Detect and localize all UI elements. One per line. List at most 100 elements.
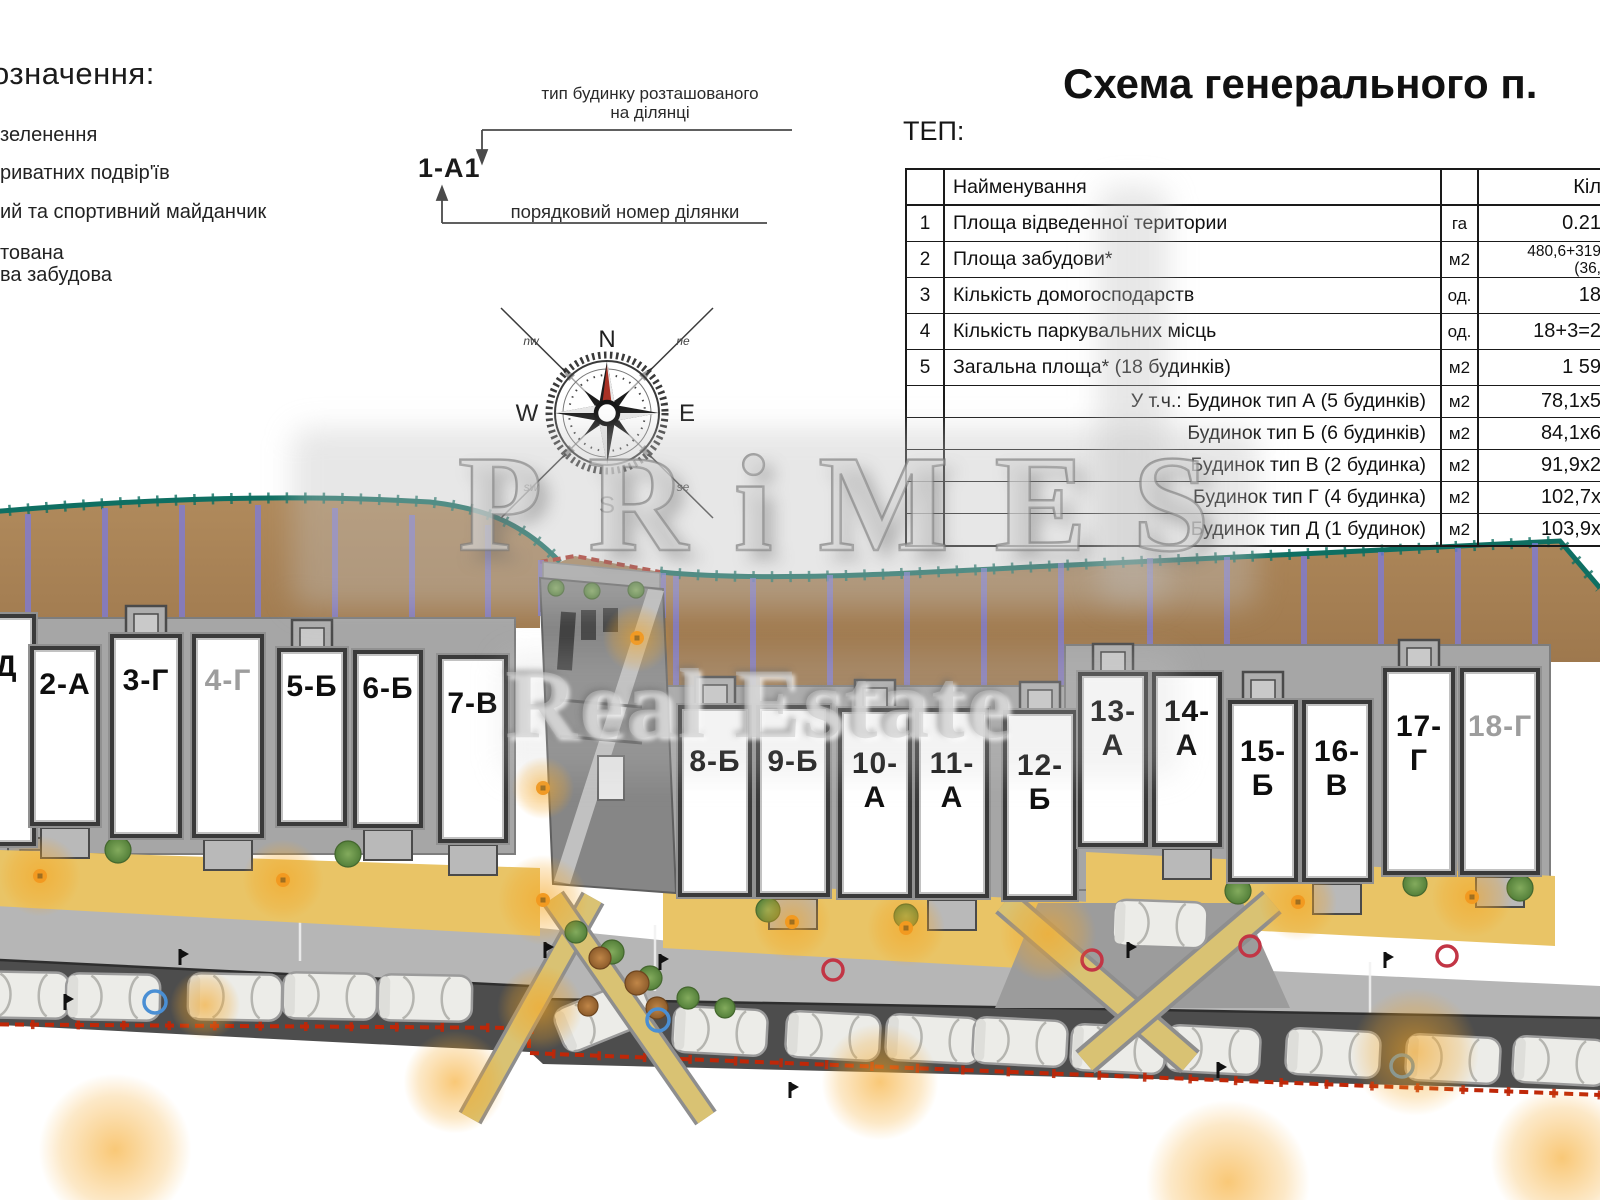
row-num: 5 [907,350,945,385]
house-label: 16-В [1313,735,1361,802]
row-name: Площа забудови* [945,242,1442,277]
house-plot-8: 8-Б [678,705,752,897]
row-unit: м2 [1442,450,1479,481]
row-name: У т.ч.: Будинок тип А (5 будинків) [945,386,1442,417]
table-row: Будинок тип В (2 будинка)м2 91,9х2 [907,449,1600,481]
house-plot-15: 15-Б [1228,700,1298,882]
row-value: 18+3=2 [1533,320,1600,342]
row-unit: м2 [1442,350,1479,385]
row-name: Площа відведенної територии [945,206,1442,241]
car [0,970,71,1020]
row-value: 102,7х [1540,486,1600,508]
col-num-header [907,170,945,204]
house-label: 1-Д [0,650,18,683]
row-value-line1: 480,6+319 [1527,243,1600,260]
house-label: 7-В [447,687,499,720]
house-plot-14: 14-А [1152,672,1222,847]
table-row: У т.ч.: Будинок тип А (5 будинків)м2 78,1… [907,385,1600,417]
house-label: 9-Б [767,745,819,778]
house-plot-3: 3-Г [110,634,182,838]
row-unit: м2 [1442,386,1479,417]
house-label: 8-Б [689,745,741,778]
row-num: 3 [907,278,945,313]
legend-item: тована ва забудова [0,242,113,286]
row-name: Будинок тип Б (6 будинків) [945,418,1442,449]
row-name: Будинок тип В (2 будинка) [945,450,1442,481]
car [64,972,162,1022]
house-label: 12-Б [1016,749,1064,816]
house-plot-13: 13-А [1078,672,1148,847]
house-label: 13-А [1089,695,1137,762]
legend-title: означення: [0,56,155,91]
car [971,1015,1069,1069]
site-boundary-teal [0,492,1600,592]
table-row: Будинок тип Д (1 будинок)м2 103,9х [907,513,1600,545]
row-num: 4 [907,314,945,349]
callout-lines [435,129,792,224]
row-num [907,418,945,449]
house-plot-2: 2-А [30,646,100,826]
row-value: 78,1х5 [1540,390,1600,412]
house-label: 3-Г [122,664,170,697]
row-name: Кількість домогосподарств [945,278,1442,313]
row-num: 2 [907,242,945,277]
compass-se: se [677,480,690,494]
watermark-realestate: Real Estate [505,648,1013,759]
plot-code-example: 1-А1 [418,153,481,183]
row-value: 1 59 [1562,356,1600,378]
col-qty-header: Кіл [1573,175,1600,198]
house-plot-6: 6-Б [353,650,423,828]
row-unit: м2 [1442,514,1479,545]
row-value: 18 [1578,284,1600,306]
row-value: 480,6+319(36, [1479,242,1600,277]
house-label: 14-А [1163,695,1211,762]
row-name: Будинок тип Д (1 будинок) [945,514,1442,545]
row-unit: од. [1442,278,1479,313]
row-unit: од. [1442,314,1479,349]
row-num [907,450,945,481]
row-unit: м2 [1442,418,1479,449]
car [671,1004,769,1058]
row-unit: м2 [1442,242,1479,277]
house-plot-9: 9-Б [756,705,830,897]
watermark-wash-lower [500,652,1180,777]
compass-sw: sw [524,480,540,494]
tep-label: ТЕП: [903,116,965,146]
row-value: 103,9х [1540,518,1600,540]
house-plot-5: 5-Б [277,648,347,826]
callout-top-label-1: тип будинку розташованого [541,84,759,103]
row-value: 91,9х2 [1540,454,1600,476]
compass-ne: ne [676,334,690,348]
house-plot-11: 11-А [915,708,989,898]
car [1111,898,1209,950]
col-unit-header [1442,170,1479,204]
row-value: 84,1х6 [1540,422,1600,444]
row-value: 0.21 [1562,212,1600,234]
callout-bottom-label: порядковий номер ділянки [510,201,740,222]
watermark-wash-column [1098,186,1168,604]
house-label: 2-А [39,668,91,701]
legend-item: ий та спортивний майданчик [0,201,267,223]
callout-top-label-2: на ділянці [610,103,690,122]
house-plot-4: 4-Г [192,634,264,838]
house-plot-12: 12-Б [1003,710,1077,900]
house-label: 18-Г [1467,710,1533,743]
house-label: 11-А [929,747,975,814]
legend-item: зеленення [0,124,98,146]
compass-n: N [598,326,615,353]
watermark-wash [292,428,1257,608]
row-num [907,386,945,417]
legend-item: риватних подвір'їв [0,162,170,184]
house-label: 17-Г [1395,710,1443,777]
compass-nw: nw [523,334,540,348]
compass-s: S [599,492,615,519]
page-title: Схема генерального п. [1063,60,1538,107]
